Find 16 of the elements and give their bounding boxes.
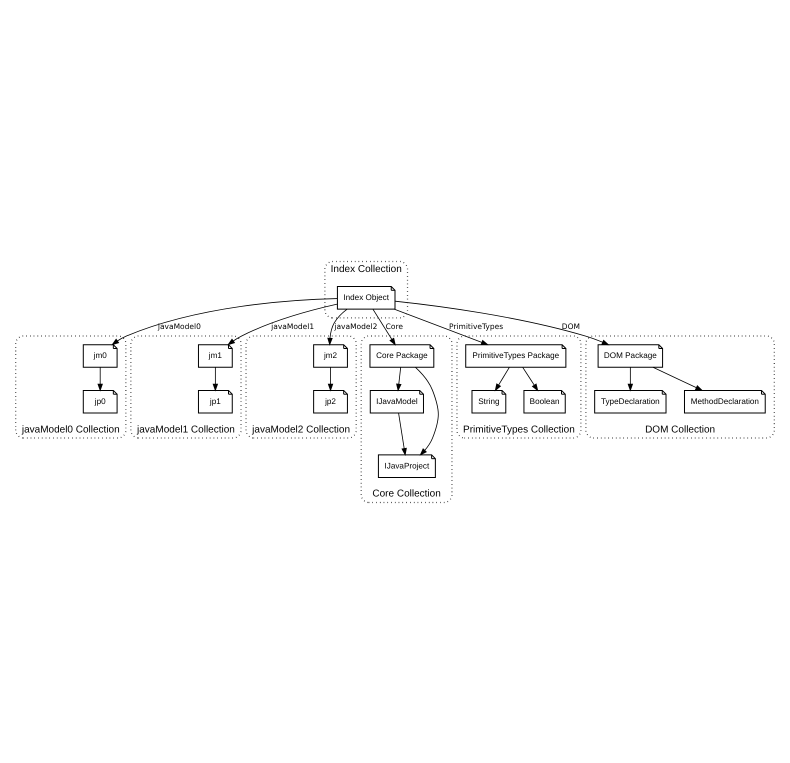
arrow — [652, 366, 704, 390]
arrow — [494, 366, 510, 391]
arrow — [372, 308, 396, 346]
arrow — [415, 366, 439, 456]
arrow — [396, 366, 402, 392]
arrow — [394, 308, 489, 345]
arrow — [327, 308, 348, 346]
arrow — [227, 303, 338, 345]
arrow — [212, 366, 218, 392]
arrow — [628, 366, 634, 392]
arrow — [394, 300, 610, 345]
arrow — [398, 412, 407, 456]
arrow — [111, 298, 338, 345]
arrow — [328, 366, 334, 392]
arrow — [522, 366, 538, 391]
arrow — [97, 366, 103, 392]
